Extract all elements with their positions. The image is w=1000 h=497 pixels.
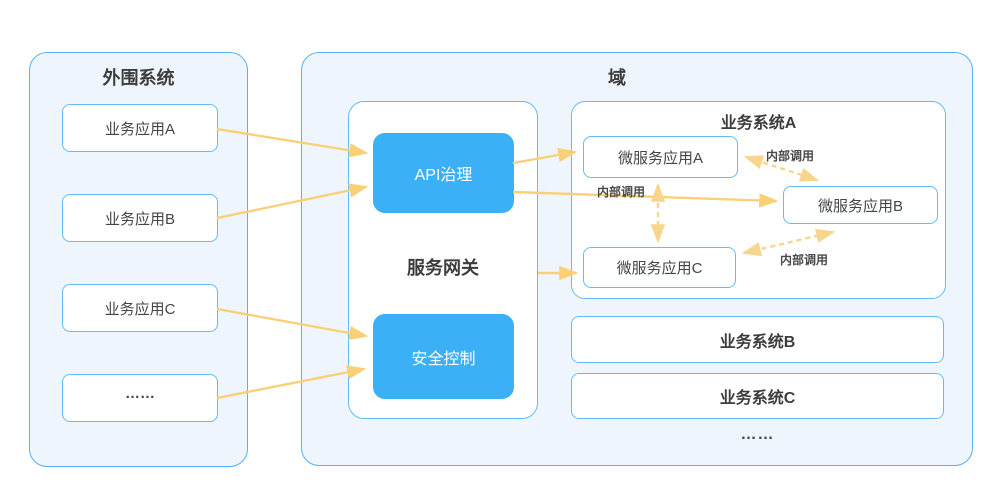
node-label: 业务应用C: [104, 300, 176, 318]
node-business-app-ellipsis: ……: [62, 374, 218, 422]
service-gateway-title: 服务网关: [407, 258, 479, 278]
node-label: 业务应用A: [104, 120, 175, 138]
peripheral-panel-title: 外围系统: [102, 68, 175, 88]
module-label: API治理: [414, 167, 473, 184]
node-label: 微服务应用C: [616, 260, 703, 277]
node-microservice-b: 微服务应用B: [783, 186, 938, 224]
node-label: 微服务应用A: [617, 149, 703, 167]
internal-call-label-c-b: 内部调用: [780, 253, 829, 267]
internal-call-label-a-b: 内部调用: [766, 149, 815, 163]
node-label: ……: [125, 384, 155, 402]
node-microservice-c: 微服务应用C: [583, 247, 736, 288]
business-system-b-box: 业务系统B: [571, 316, 944, 363]
node-microservice-a: 微服务应用A: [583, 136, 738, 178]
node-label: 业务应用B: [104, 210, 175, 228]
node-label: 微服务应用B: [817, 197, 903, 215]
domain-panel: 域 API治理 服务网关 安全控制 业务系统A 微服务应用A 微服务应用B 微服…: [301, 52, 973, 466]
business-system-a-title: 业务系统A: [720, 115, 797, 132]
node-business-app-b: 业务应用B: [62, 194, 218, 242]
more-systems-ellipsis: ……: [740, 426, 775, 443]
module-label: 安全控制: [411, 350, 476, 368]
domain-panel-title: 域: [608, 68, 626, 88]
module-security-control: 安全控制: [373, 314, 514, 399]
peripheral-systems-panel: 外围系统 业务应用A 业务应用B 业务应用C ……: [29, 52, 248, 467]
node-business-app-c: 业务应用C: [62, 284, 218, 332]
module-api-governance: API治理: [373, 133, 514, 213]
node-label: 业务系统B: [719, 333, 796, 351]
business-system-c-box: 业务系统C: [571, 373, 944, 419]
internal-call-label-vertical: 内部调用: [597, 185, 646, 199]
node-business-app-a: 业务应用A: [62, 104, 218, 152]
node-label: 业务系统C: [719, 390, 796, 407]
